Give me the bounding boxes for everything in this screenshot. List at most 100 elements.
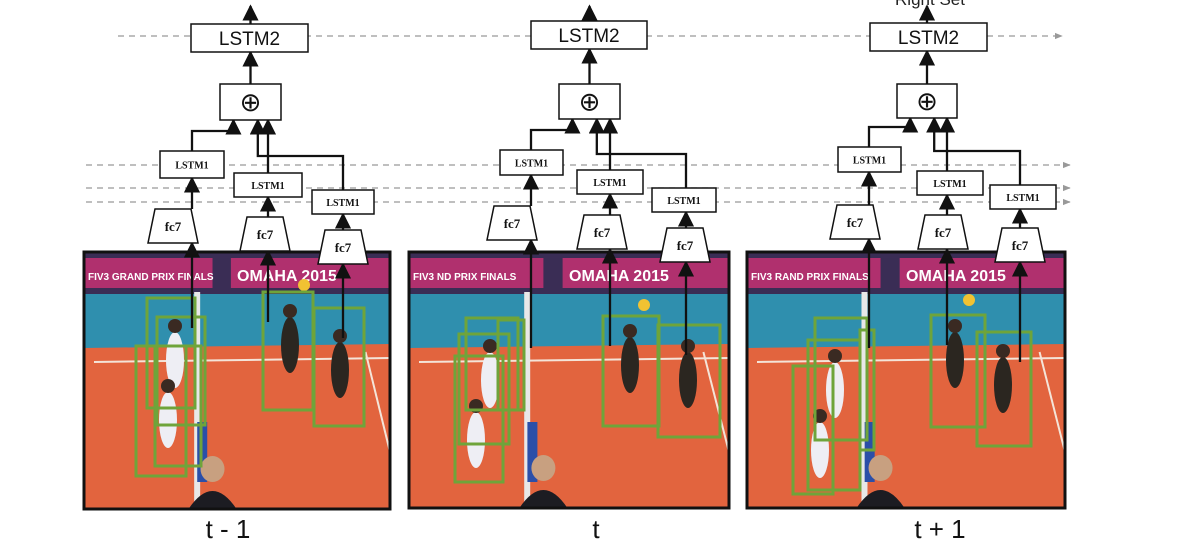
player-body <box>159 392 177 448</box>
fc7-label: fc7 <box>504 216 521 231</box>
fc7-layer <box>659 227 711 263</box>
data-flow-arrows <box>860 4 1029 362</box>
player-bounding-box <box>464 316 520 412</box>
frame-border <box>745 250 1067 510</box>
player-head <box>996 344 1010 358</box>
lstm1-label: LSTM1 <box>933 179 966 190</box>
player-bounding-box <box>858 328 876 452</box>
lstm1-label: LSTM1 <box>251 181 284 192</box>
banner-right-text: OMAHA 2015 <box>237 268 337 285</box>
data-flow-arrows <box>522 4 695 355</box>
lstm2-cell <box>190 23 309 53</box>
court-sideline <box>364 351 390 453</box>
referee-head <box>868 455 893 481</box>
referee-body <box>188 491 237 509</box>
player-head <box>168 319 182 333</box>
lstm2-label: LSTM2 <box>558 26 619 47</box>
fc7-label: fc7 <box>847 215 864 230</box>
lstm1-cell <box>576 169 644 195</box>
arrow-lstm1-to-pool <box>249 118 345 190</box>
player-bounding-box <box>496 318 526 412</box>
lstm1-cell <box>651 187 717 213</box>
court-line <box>418 357 729 363</box>
lstm1-cell <box>159 150 225 179</box>
lstm2-label: LSTM2 <box>219 29 280 50</box>
player-body <box>281 317 299 373</box>
fc7-label: fc7 <box>335 240 352 255</box>
lstm1-cell <box>233 172 303 198</box>
lstm2-label: LSTM2 <box>898 28 959 49</box>
time-step-label: t + 1 <box>914 514 965 544</box>
arrow-lstm1-to-pool <box>529 117 581 150</box>
banner-left-text: FIV3 ND PRIX FINALS <box>413 272 517 283</box>
player-head <box>333 329 347 343</box>
frame-border <box>82 250 392 511</box>
player-head <box>948 319 962 333</box>
lstm1-label: LSTM1 <box>667 196 700 207</box>
lstm1-label: LSTM1 <box>175 161 208 172</box>
player-bounding-box <box>155 315 207 427</box>
time-step-label: t - 1 <box>206 514 251 544</box>
pooling-box <box>896 83 958 119</box>
player-head <box>623 324 637 338</box>
player-body <box>621 337 639 393</box>
player-body <box>481 352 499 408</box>
lstm1-label: LSTM1 <box>593 178 626 189</box>
volleyball <box>963 294 975 306</box>
fc7-label: fc7 <box>677 238 694 253</box>
player-bounding-box <box>457 332 511 446</box>
player-body <box>826 362 844 418</box>
volleyball <box>298 279 310 291</box>
net-pad <box>864 422 875 482</box>
lstm1-cell <box>916 170 984 196</box>
player-bounding-box <box>312 306 366 428</box>
fc7-layer <box>486 205 538 241</box>
court-sideline <box>1038 351 1065 453</box>
referee-head <box>200 456 225 482</box>
player-head <box>161 379 175 393</box>
banner-right-text: OMAHA 2015 <box>906 268 1006 285</box>
player-bounding-box <box>656 323 722 439</box>
time-step-label: t <box>592 514 600 544</box>
referee-body <box>856 490 905 508</box>
net-pad <box>527 422 538 482</box>
arrow-lstm1-to-pool <box>867 116 919 147</box>
player-head <box>483 339 497 353</box>
player-head <box>681 339 695 353</box>
output-label: Right Set <box>895 0 965 9</box>
fc7-layer <box>917 214 969 250</box>
fc7-layer <box>576 214 628 250</box>
player-head <box>828 349 842 363</box>
sponsor-banner-right <box>899 258 1065 288</box>
pooling-symbol: ⊕ <box>916 86 938 116</box>
lstm1-label: LSTM1 <box>853 156 886 167</box>
fc7-layer <box>317 229 369 265</box>
frame-border <box>407 250 731 510</box>
lstm1-cell <box>311 189 375 215</box>
pooling-box <box>558 83 621 120</box>
pooling-symbol: ⊕ <box>579 87 601 117</box>
player-bounding-box <box>929 313 987 429</box>
referee-head <box>531 455 556 481</box>
court-floor <box>747 344 1065 508</box>
player-body <box>679 352 697 408</box>
fc7-label: fc7 <box>165 219 182 234</box>
player-bounding-box <box>975 330 1033 448</box>
sponsor-banner-left <box>747 258 881 288</box>
player-bounding-box <box>791 364 835 496</box>
fc7-layer <box>239 216 291 252</box>
data-flow-arrows <box>183 4 352 338</box>
player-body <box>994 357 1012 413</box>
sponsor-banner-right <box>562 258 729 288</box>
fc7-label: fc7 <box>1012 238 1029 253</box>
lstm1-cell <box>837 146 902 173</box>
lstm2-cell <box>869 22 988 52</box>
